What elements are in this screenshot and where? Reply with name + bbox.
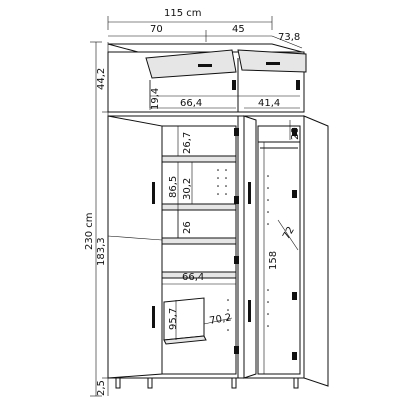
dim-shelf-gap-1: 26,7 xyxy=(182,132,193,154)
dim-right-top-gap: 20 xyxy=(290,127,301,140)
dim-bottom-inner-width: 66,4 xyxy=(182,272,204,283)
dim-top-inner-height: 19,4 xyxy=(150,88,161,110)
dim-top-right-width: 45 xyxy=(232,24,245,35)
dim-drawer-height: 95,7 xyxy=(168,308,179,330)
dim-shelf-gap-4: 26 xyxy=(182,221,193,234)
dimension-labels: 115 cm 70 45 73,8 44,2 230 cm 183,3 2,5 … xyxy=(84,8,301,396)
dim-total-height: 230 cm xyxy=(84,212,95,250)
dim-lower-height: 183,3 xyxy=(96,237,107,266)
dim-overall-width: 115 cm xyxy=(164,8,202,19)
inner-dimension-lines xyxy=(149,80,300,374)
dim-right-height: 158 xyxy=(268,251,279,270)
dim-top-left-width: 70 xyxy=(150,24,163,35)
dim-top-left-inner-width: 66,4 xyxy=(180,98,202,109)
top-compartment xyxy=(107,43,307,117)
dim-top-right-inner-width: 41,4 xyxy=(258,98,280,109)
dim-top-height: 44,2 xyxy=(96,68,107,90)
dim-depth: 73,8 xyxy=(278,32,300,43)
dim-foot-height: 2,5 xyxy=(96,380,107,396)
lower-body xyxy=(107,115,329,389)
dim-drawer-depth: 70,2 xyxy=(209,312,233,327)
shelf-holes xyxy=(217,169,229,331)
dim-shelf-gap-3: 30,2 xyxy=(182,178,193,200)
dim-shelf-gap-2: 86,5 xyxy=(168,176,179,198)
